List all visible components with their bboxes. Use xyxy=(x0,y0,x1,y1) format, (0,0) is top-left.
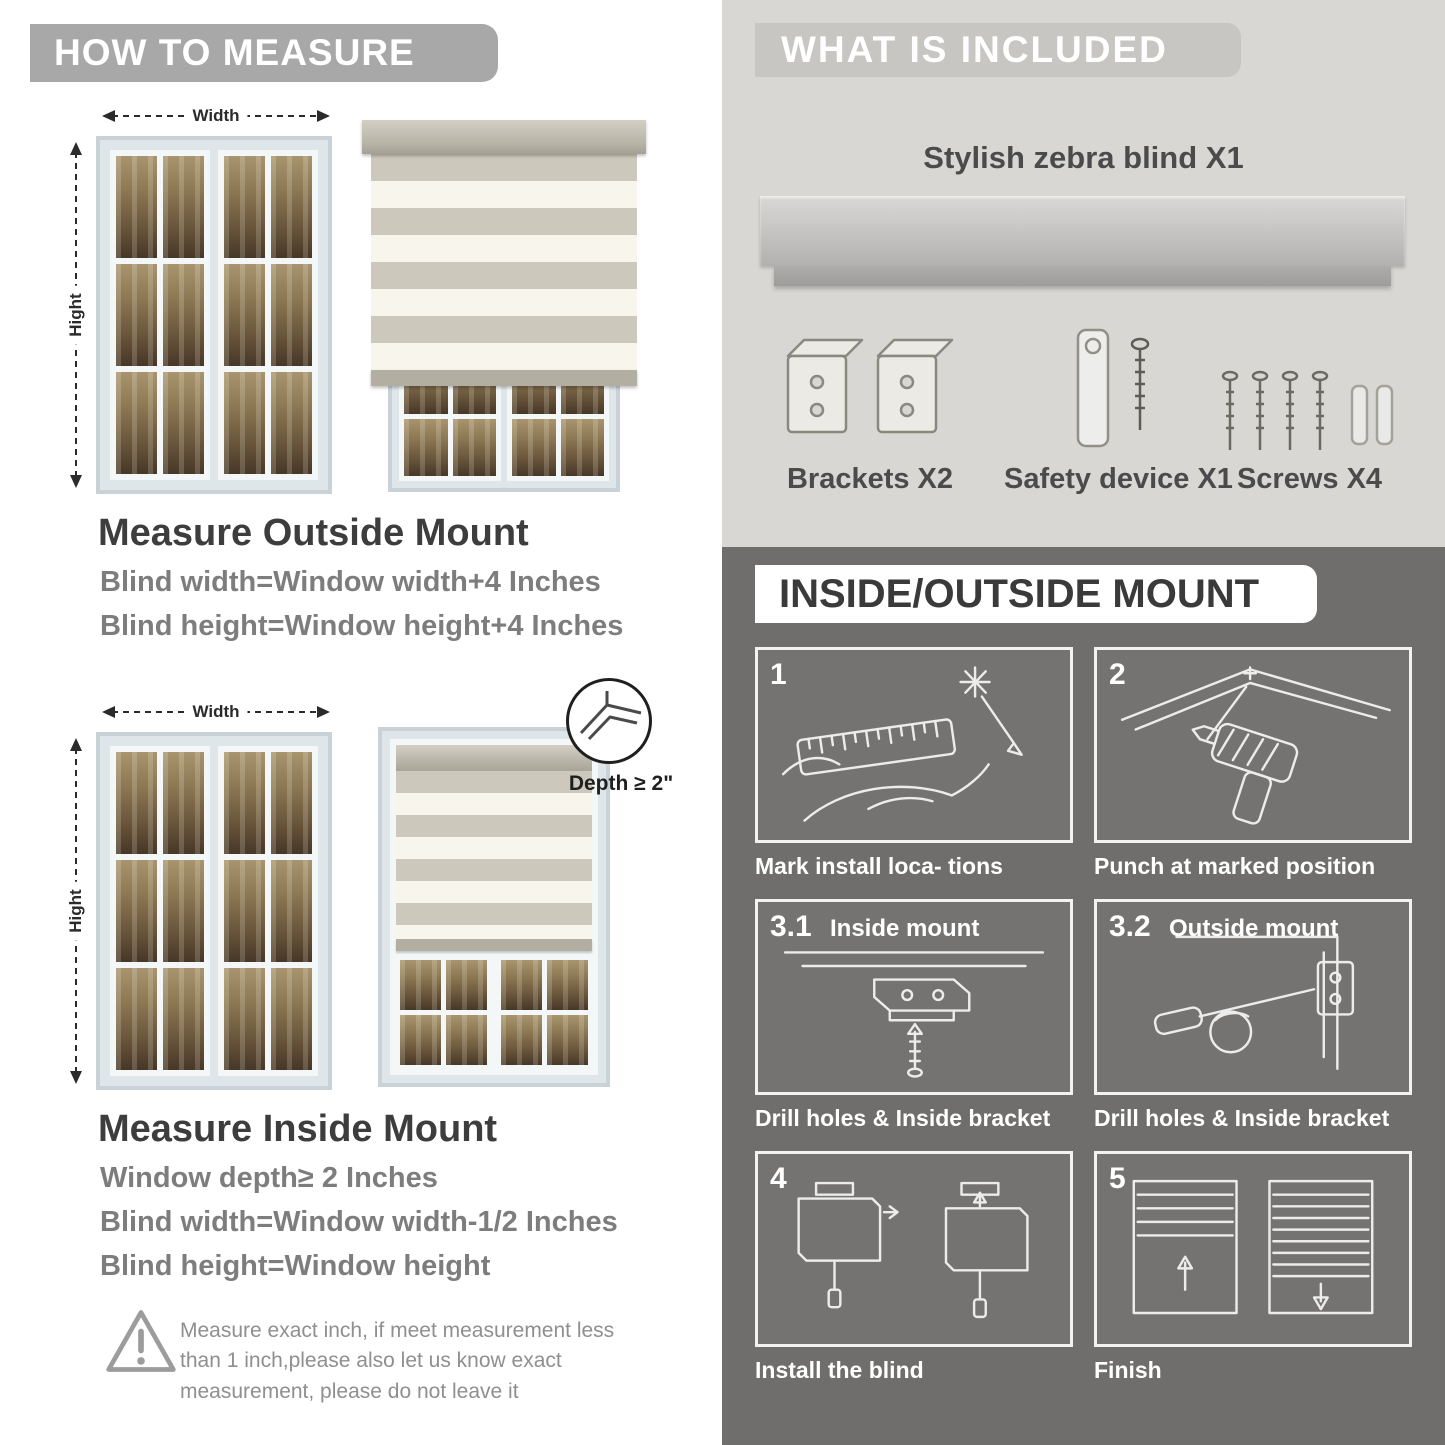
inside-mount-heading: Measure Inside Mount xyxy=(98,1108,498,1150)
measure-warning-text: Measure exact inch, if meet measurement … xyxy=(180,1319,615,1403)
inside-outside-mount-section: INSIDE/OUTSIDE MOUNT 1 xyxy=(722,547,1445,1445)
window-illustration-outside xyxy=(96,136,332,494)
how-to-measure-section: HOW TO MEASURE Width Hight xyxy=(0,0,722,1445)
safety-device-label: Safety device X1 xyxy=(1004,463,1233,495)
inside-mount-line-3: Blind height=Window height xyxy=(100,1250,491,1282)
step-panel-3-2: 3.2 Outside mount xyxy=(1094,899,1412,1095)
what-is-included-banner: WHAT IS INCLUDED xyxy=(755,23,1241,77)
width-label: Width xyxy=(184,702,248,722)
blind-headrail xyxy=(396,745,592,771)
what-is-included-section: WHAT IS INCLUDED Stylish zebra blind X1 xyxy=(722,0,1445,547)
step-caption: Drill holes & Inside bracket xyxy=(1094,1105,1390,1131)
window-frame xyxy=(390,739,598,1075)
step-caption: Finish xyxy=(1094,1357,1162,1383)
step-title: Outside mount xyxy=(1169,915,1339,942)
height-label: Hight xyxy=(66,285,86,345)
step-caption: Punch at marked position xyxy=(1094,853,1376,879)
step-caption: Mark install loca- tions xyxy=(755,853,1003,879)
inside-mount-line-2: Blind width=Window width-1/2 Inches xyxy=(100,1206,618,1238)
width-arrow-icon: Width xyxy=(100,702,332,722)
height-label: Hight xyxy=(66,881,86,941)
step-panel-4: 4 xyxy=(755,1151,1073,1347)
height-arrow-icon: Hight xyxy=(66,736,86,1086)
blind-bottom-rail xyxy=(371,370,637,386)
step-panel-1: 1 xyxy=(755,647,1073,843)
width-arrow-icon: Width xyxy=(100,106,332,126)
width-label: Width xyxy=(184,106,248,126)
step2-drill-illustration xyxy=(1120,666,1391,825)
headrail-top xyxy=(760,196,1405,266)
blind-headrail xyxy=(362,120,646,154)
headrail-valance xyxy=(774,266,1391,286)
zebra-blind-product-illustration xyxy=(760,196,1405,290)
inside-mount-blind-illustration xyxy=(378,727,610,1087)
window-illustration-inside xyxy=(96,732,332,1090)
outside-mount-heading: Measure Outside Mount xyxy=(98,512,529,554)
step3-2-outside-bracket-illustration xyxy=(1153,935,1355,1070)
blind-bottom-rail xyxy=(396,939,592,951)
step-number: 4 xyxy=(770,1162,787,1195)
step-number: 3.1 xyxy=(770,910,812,943)
warning-triangle-icon xyxy=(103,1306,179,1376)
vertical-arrow-icon xyxy=(70,738,82,1084)
step-caption: Install the blind xyxy=(755,1357,924,1383)
step-panel-5: 5 xyxy=(1094,1151,1412,1347)
safety-device-icon xyxy=(1076,328,1150,448)
window-sash xyxy=(110,150,210,480)
brackets-label: Brackets X2 xyxy=(786,463,954,495)
step-number: 1 xyxy=(770,658,787,691)
step-number: 2 xyxy=(1109,658,1126,691)
window-sash xyxy=(396,956,491,1069)
zebra-blind-stripes xyxy=(371,154,637,370)
product-label: Stylish zebra blind X1 xyxy=(923,140,1244,175)
step-number: 5 xyxy=(1109,1162,1126,1195)
how-to-measure-banner: HOW TO MEASURE xyxy=(30,24,498,82)
window-sash xyxy=(218,150,318,480)
step-panel-3-1: 3.1 Inside mount xyxy=(755,899,1073,1095)
brackets-icon xyxy=(786,338,954,434)
step-panel-2: 2 xyxy=(1094,647,1412,843)
step1-mark-illustration xyxy=(781,666,1023,822)
zebra-blind-stripes xyxy=(396,771,592,939)
height-arrow-icon: Hight xyxy=(66,140,86,490)
step-title: Inside mount xyxy=(830,915,980,942)
depth-label: Depth ≥ 2" xyxy=(568,772,674,795)
outside-mount-line-1: Blind width=Window width+4 Inches xyxy=(100,566,601,598)
step3-1-inside-bracket-illustration xyxy=(783,951,1045,1078)
inside-outside-mount-banner: INSIDE/OUTSIDE MOUNT xyxy=(755,565,1317,623)
step4-install-illustration xyxy=(797,1181,1029,1319)
step5-finish-illustration xyxy=(1132,1179,1374,1315)
window-panes xyxy=(396,956,592,1069)
window-sash xyxy=(218,746,318,1076)
window-corner-icon xyxy=(579,691,642,741)
step-caption: Drill holes & Inside bracket xyxy=(755,1105,1051,1131)
vertical-arrow-icon xyxy=(70,142,82,488)
window-sash xyxy=(497,956,592,1069)
screws-icon xyxy=(1221,370,1394,450)
screws-label: Screws X4 xyxy=(1236,463,1383,495)
inside-mount-line-1: Window depth≥ 2 Inches xyxy=(100,1162,438,1194)
outside-mount-line-2: Blind height=Window height+4 Inches xyxy=(100,610,624,642)
step-number: 3.2 xyxy=(1109,910,1151,943)
depth-callout-circle xyxy=(566,678,652,764)
window-sash xyxy=(110,746,210,1076)
outside-mount-blind-illustration xyxy=(362,120,646,492)
